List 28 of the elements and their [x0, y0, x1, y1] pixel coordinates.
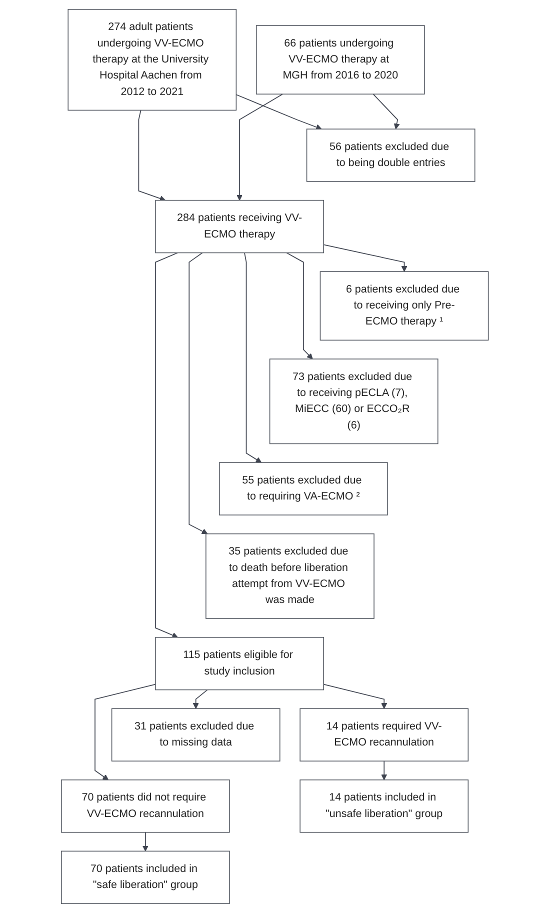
arrow: [236, 94, 322, 130]
node-box: 115 patients eligible for study inclusion: [155, 636, 324, 690]
arrow: [323, 684, 388, 709]
arrow: [142, 832, 149, 852]
node-box: 35 patients excluded due to death before liberation attempt from VV-ECMO was made: [206, 533, 375, 619]
arrow: [244, 252, 262, 463]
node-box: 56 patients excluded due to being double entries: [306, 128, 476, 182]
arrow: [286, 252, 313, 360]
arrow: [155, 252, 178, 638]
arrow: [372, 94, 400, 130]
node-box: 66 patients undergoing VV-ECMO therapy at MGH from 2016 to 2020: [256, 25, 425, 94]
node-box: 70 patients did not require VV-ECMO recannulation: [61, 780, 230, 833]
node-box: 6 patients excluded due to receiving only Pre-ECMO therapy ¹: [320, 271, 489, 341]
arrow: [381, 760, 388, 780]
arrow: [323, 244, 408, 272]
arrow: [193, 689, 208, 709]
node-box: 274 adult patients undergoing VV-ECMO therapy at the University Hospital Aachen from 2012 to 2021: [68, 8, 237, 111]
arrow: [188, 252, 208, 534]
arrow: [94, 684, 156, 780]
node-box: 14 patients required VV-ECMO recannulation: [300, 708, 469, 762]
node-box: 55 patients excluded due to requiring VA-ECMO ²: [219, 462, 388, 516]
node-box: 14 patients included in "unsafe liberation" group: [300, 780, 469, 833]
node-box: 284 patients receiving VV-ECMO therapy: [155, 200, 324, 254]
arrow: [138, 110, 166, 202]
node-box: 73 patients excluded due to receiving pECLA (7), MiECC (60) or ECCO₂R (6): [270, 358, 438, 444]
node-box: 70 patients included in "safe liberation" group: [61, 850, 230, 904]
arrow: [236, 94, 284, 201]
node-box: 31 patients excluded due to missing data: [112, 708, 280, 762]
